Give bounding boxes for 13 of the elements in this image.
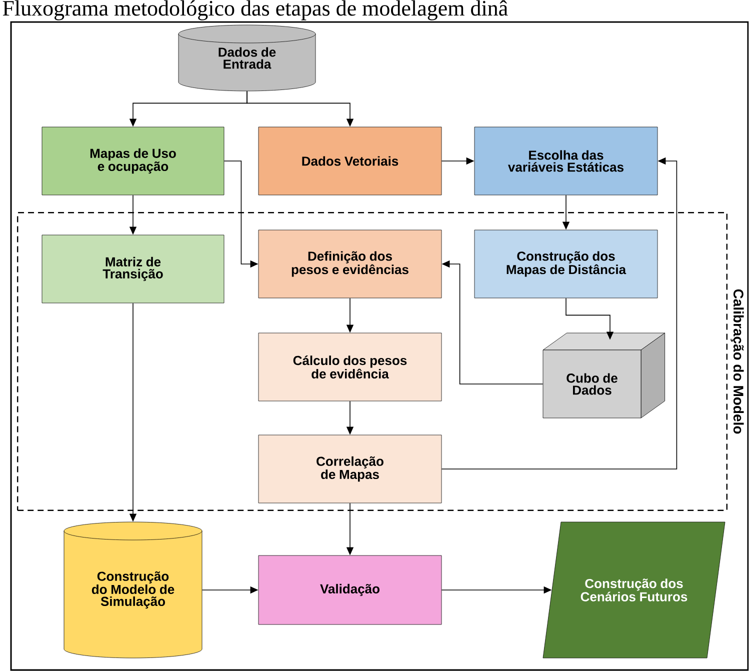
process-box: Dados Vetoriais xyxy=(258,126,442,196)
database-cylinder: Construção do Modelo de Simulação xyxy=(64,522,202,658)
process-box: Correlação de Mapas xyxy=(258,434,442,504)
process-box: Definição dos pesos e evidências xyxy=(258,230,442,298)
process-box: Validação xyxy=(258,555,442,625)
process-box: Matriz de Transição xyxy=(42,234,224,304)
database-cylinder: Dados de Entrada xyxy=(178,24,316,92)
process-box: Escolha das variáveis Estáticas xyxy=(474,126,658,196)
process-box: Mapas de Uso e ocupação xyxy=(42,126,224,196)
title: Fluxograma metodológico das etapas de modelagem dinâ xyxy=(2,0,508,20)
process-box: Construção dos Mapas de Distância xyxy=(474,230,658,298)
process-box: Cálculo dos pesos de evidência xyxy=(258,332,442,402)
node-label: Calibração do Modelo xyxy=(730,289,744,434)
